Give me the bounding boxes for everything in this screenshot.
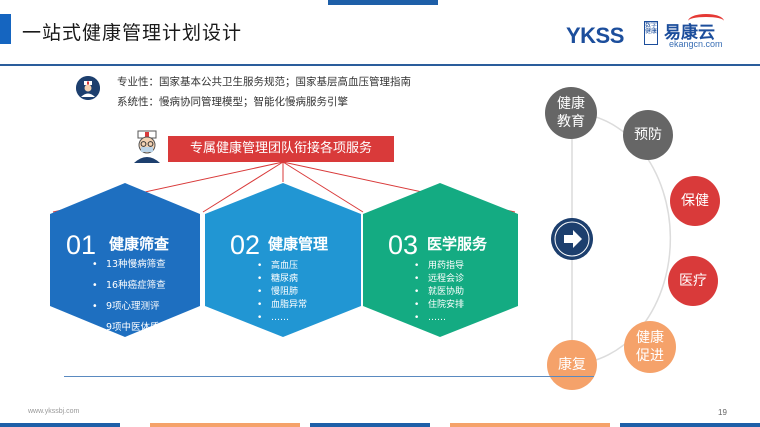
logo-arc-icon [688, 14, 724, 28]
hex-title-screening: 健康筛查 [109, 235, 170, 253]
cycle-prevention: 预防 [623, 110, 673, 160]
doctor-icon [76, 76, 100, 100]
list-item: 高血压 [257, 260, 307, 273]
ekang-logo: 易康云 [664, 23, 715, 43]
cycle-promotion: 健康 促进 [624, 321, 676, 373]
list-item: 慢阻肺 [257, 286, 307, 299]
next-arrow-icon [551, 218, 593, 260]
cycle-rehab: 康复 [547, 340, 597, 390]
cycle-education-label: 健康 教育 [557, 96, 585, 130]
cycle-medical-label: 医疗 [679, 273, 707, 289]
top-accent-bar [328, 0, 438, 5]
footer-url: www.ykssbj.com [28, 408, 80, 415]
list-item: 住院安排 [414, 299, 464, 312]
cycle-ring [569, 112, 672, 365]
bottom-divider [64, 376, 594, 377]
management-list: 高血压 糖尿病 慢阻肺 血脂异常 …… [257, 260, 307, 325]
cycle-education: 健康 教育 [545, 87, 597, 139]
ykss-logo: YKSS [566, 23, 624, 48]
list-item: 9项心理测评 [92, 296, 166, 317]
doctor-avatar-icon [134, 130, 160, 163]
page-number: 19 [718, 408, 727, 417]
logo-url: ekangcn.com [669, 39, 723, 49]
info-professional: 专业性：国家基本公共卫生服务规范；国家基层高血压管理指南 [117, 76, 411, 88]
page-title: 一站式健康管理计划设计 [22, 22, 243, 44]
cycle-medical: 医疗 [668, 256, 718, 306]
title-divider [0, 64, 760, 66]
info-systematic: 系统性：慢病协同管理模型；智能化慢病服务引擎 [117, 96, 348, 108]
cycle-care-label: 保健 [681, 193, 709, 209]
hex-title-management: 健康管理 [268, 235, 329, 253]
screening-list: 13种慢病筛查 16种癌症筛查 9项心理测评 9项中医体质 [92, 254, 166, 338]
list-item: …… [414, 312, 464, 325]
hex-number-2: 02 [230, 230, 261, 260]
list-item: 血脂异常 [257, 299, 307, 312]
cycle-rehab-label: 康复 [558, 357, 586, 373]
list-item: 糖尿病 [257, 273, 307, 286]
logo-badge: 数字健康 [644, 21, 658, 45]
cycle-care: 保健 [670, 176, 720, 226]
list-item: 16种癌症筛查 [92, 275, 166, 296]
hex-title-medical: 医学服务 [427, 235, 488, 253]
list-item: 远程会诊 [414, 273, 464, 286]
list-item: 9项中医体质 [92, 317, 166, 338]
cycle-prevention-label: 预防 [634, 127, 662, 143]
title-accent-bar [0, 14, 11, 44]
team-banner: 专属健康管理团队衔接各项服务 [168, 136, 394, 162]
medical-list: 用药指导 远程会诊 就医协助 住院安排 …… [414, 260, 464, 325]
list-item: 就医协助 [414, 286, 464, 299]
cycle-promotion-label: 健康 促进 [636, 330, 664, 364]
list-item: …… [257, 312, 307, 325]
bottom-color-strip [0, 423, 760, 427]
hex-number-3: 03 [388, 230, 419, 260]
list-item: 用药指导 [414, 260, 464, 273]
list-item: 13种慢病筛查 [92, 254, 166, 275]
